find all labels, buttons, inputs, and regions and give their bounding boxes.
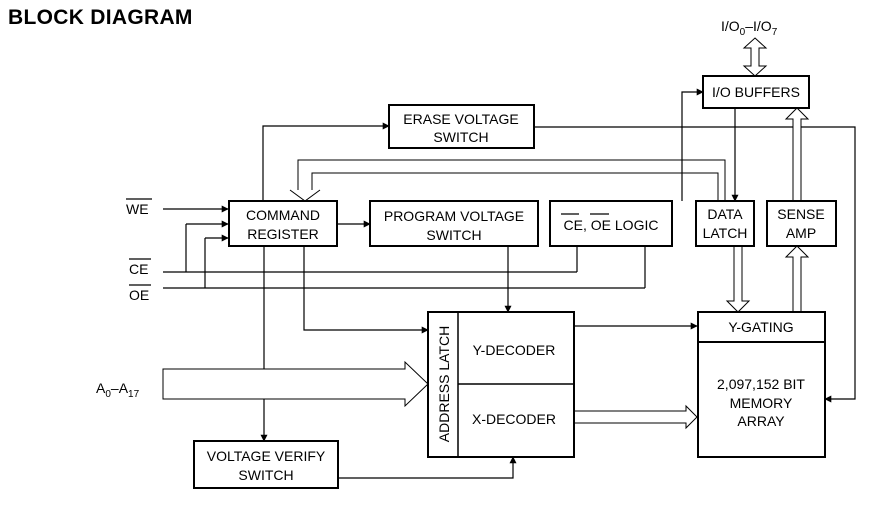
address-latch-block: ADDRESS LATCH Y-DECODER X-DECODER xyxy=(427,311,575,458)
svg-text:CE, OE LOGIC: CE, OE LOGIC xyxy=(564,217,659,233)
svg-text:VOLTAGE VERIFY: VOLTAGE VERIFY xyxy=(207,448,326,464)
we-signal-label: WE xyxy=(126,198,152,217)
ce-oe-logic-block: CE, OE LOGIC xyxy=(549,200,673,247)
page-title: BLOCK DIAGRAM xyxy=(8,6,193,29)
y-gating-label: Y-GATING xyxy=(728,319,793,335)
io-bus-label: I/O0–I/O7 xyxy=(721,18,778,38)
svg-text:SENSE: SENSE xyxy=(777,206,824,222)
y-decoder-label: Y-DECODER xyxy=(473,342,556,358)
oe-signal-label: OE xyxy=(129,284,151,303)
svg-text:COMMAND: COMMAND xyxy=(246,207,320,223)
erase-voltage-switch-block: ERASE VOLTAGE SWITCH xyxy=(388,104,535,149)
x-decoder-label: X-DECODER xyxy=(472,411,556,427)
sense-amp-block: SENSE AMP xyxy=(766,200,837,247)
voltage-verify-switch-block: VOLTAGE VERIFY SWITCH xyxy=(193,440,339,489)
program-voltage-switch-block: PROGRAM VOLTAGE SWITCH xyxy=(369,200,539,247)
command-register-block: COMMAND REGISTER xyxy=(228,200,338,247)
io-buffers-label: I/O BUFFERS xyxy=(712,84,800,100)
svg-text:WE: WE xyxy=(126,201,149,217)
address-latch-label: ADDRESS LATCH xyxy=(436,326,452,442)
svg-text:REGISTER: REGISTER xyxy=(247,226,319,242)
svg-text:SWITCH: SWITCH xyxy=(433,129,488,145)
svg-text:MEMORY: MEMORY xyxy=(730,395,793,411)
svg-text:I/O0–I/O7: I/O0–I/O7 xyxy=(721,18,778,38)
bus-arrows xyxy=(162,37,810,430)
svg-text:DATA: DATA xyxy=(707,206,743,222)
svg-text:SWITCH: SWITCH xyxy=(238,467,293,483)
svg-text:A0–A17: A0–A17 xyxy=(96,380,140,400)
svg-text:LATCH: LATCH xyxy=(703,225,748,241)
address-bus-label: A0–A17 xyxy=(96,380,140,400)
svg-text:CE: CE xyxy=(129,261,148,277)
wires xyxy=(163,88,856,479)
svg-text:SWITCH: SWITCH xyxy=(426,227,481,243)
ce-signal-label: CE xyxy=(129,258,151,277)
svg-text:OE: OE xyxy=(129,287,149,303)
svg-text:PROGRAM VOLTAGE: PROGRAM VOLTAGE xyxy=(384,208,524,224)
svg-text:2,097,152 BIT: 2,097,152 BIT xyxy=(717,376,805,392)
memory-array-block: Y-GATING 2,097,152 BIT MEMORY ARRAY xyxy=(697,311,826,458)
io-buffers-block: I/O BUFFERS xyxy=(702,75,810,109)
svg-text:AMP: AMP xyxy=(786,225,816,241)
svg-text:ERASE VOLTAGE: ERASE VOLTAGE xyxy=(403,111,518,127)
svg-text:ARRAY: ARRAY xyxy=(737,413,785,429)
data-latch-block: DATA LATCH xyxy=(695,200,755,247)
